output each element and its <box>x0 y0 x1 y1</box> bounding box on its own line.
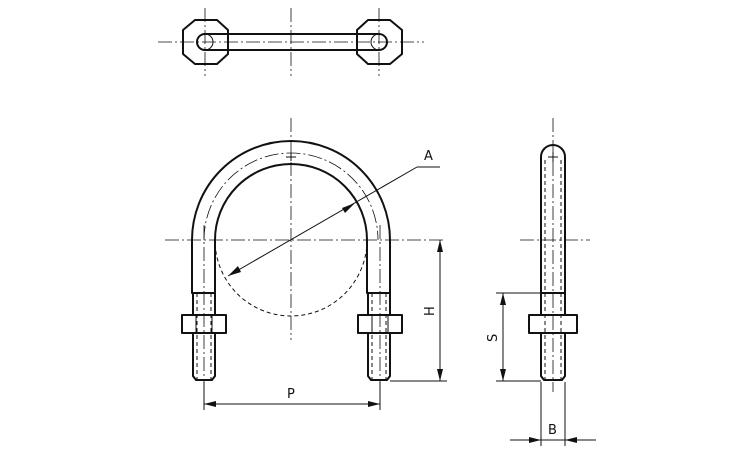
dimension-h-label: H <box>423 306 438 316</box>
u-bolt-outer-edge <box>191 140 391 294</box>
dimension-s-arrow-bottom <box>500 369 506 381</box>
right-hex-nut <box>357 314 403 334</box>
dimension-b-arrow-right <box>565 437 577 443</box>
top-view <box>158 8 424 76</box>
dimension-b-label: B <box>548 423 557 438</box>
dimension-h-arrow-top <box>437 240 443 252</box>
dimension-s-arrow-top <box>500 293 506 305</box>
dimension-p-label: P <box>287 387 295 402</box>
top-view-left-thread-circle <box>196 33 214 51</box>
side-view-bolt-body <box>540 144 566 294</box>
side-view: S B <box>486 118 596 446</box>
left-hex-nut <box>181 314 227 334</box>
dimension-p-arrow-right <box>368 401 380 407</box>
right-leg-upper-thread <box>367 292 391 316</box>
top-view-right-thread-circle <box>370 33 388 51</box>
dimension-h-arrow-bottom <box>437 369 443 381</box>
side-view-lower-thread <box>540 332 566 381</box>
dimension-s-label: S <box>486 334 501 342</box>
right-leg-lower-thread <box>367 332 391 381</box>
dimension-a-label: A <box>424 149 433 164</box>
dimension-p-arrow-left <box>204 401 216 407</box>
dimension-a-arrow-lower <box>228 266 241 276</box>
top-view-right-hex-nut <box>356 19 403 65</box>
dimension-a-line <box>227 166 418 277</box>
front-view: A P H <box>165 118 447 410</box>
left-leg-lower-thread <box>192 332 216 381</box>
top-view-left-hex-nut <box>182 19 229 65</box>
dimension-b-arrow-left <box>529 437 541 443</box>
u-bolt-inner-edge <box>214 163 368 294</box>
side-view-hex-nut <box>528 314 578 334</box>
dimension-a-arrow-upper <box>342 203 355 213</box>
